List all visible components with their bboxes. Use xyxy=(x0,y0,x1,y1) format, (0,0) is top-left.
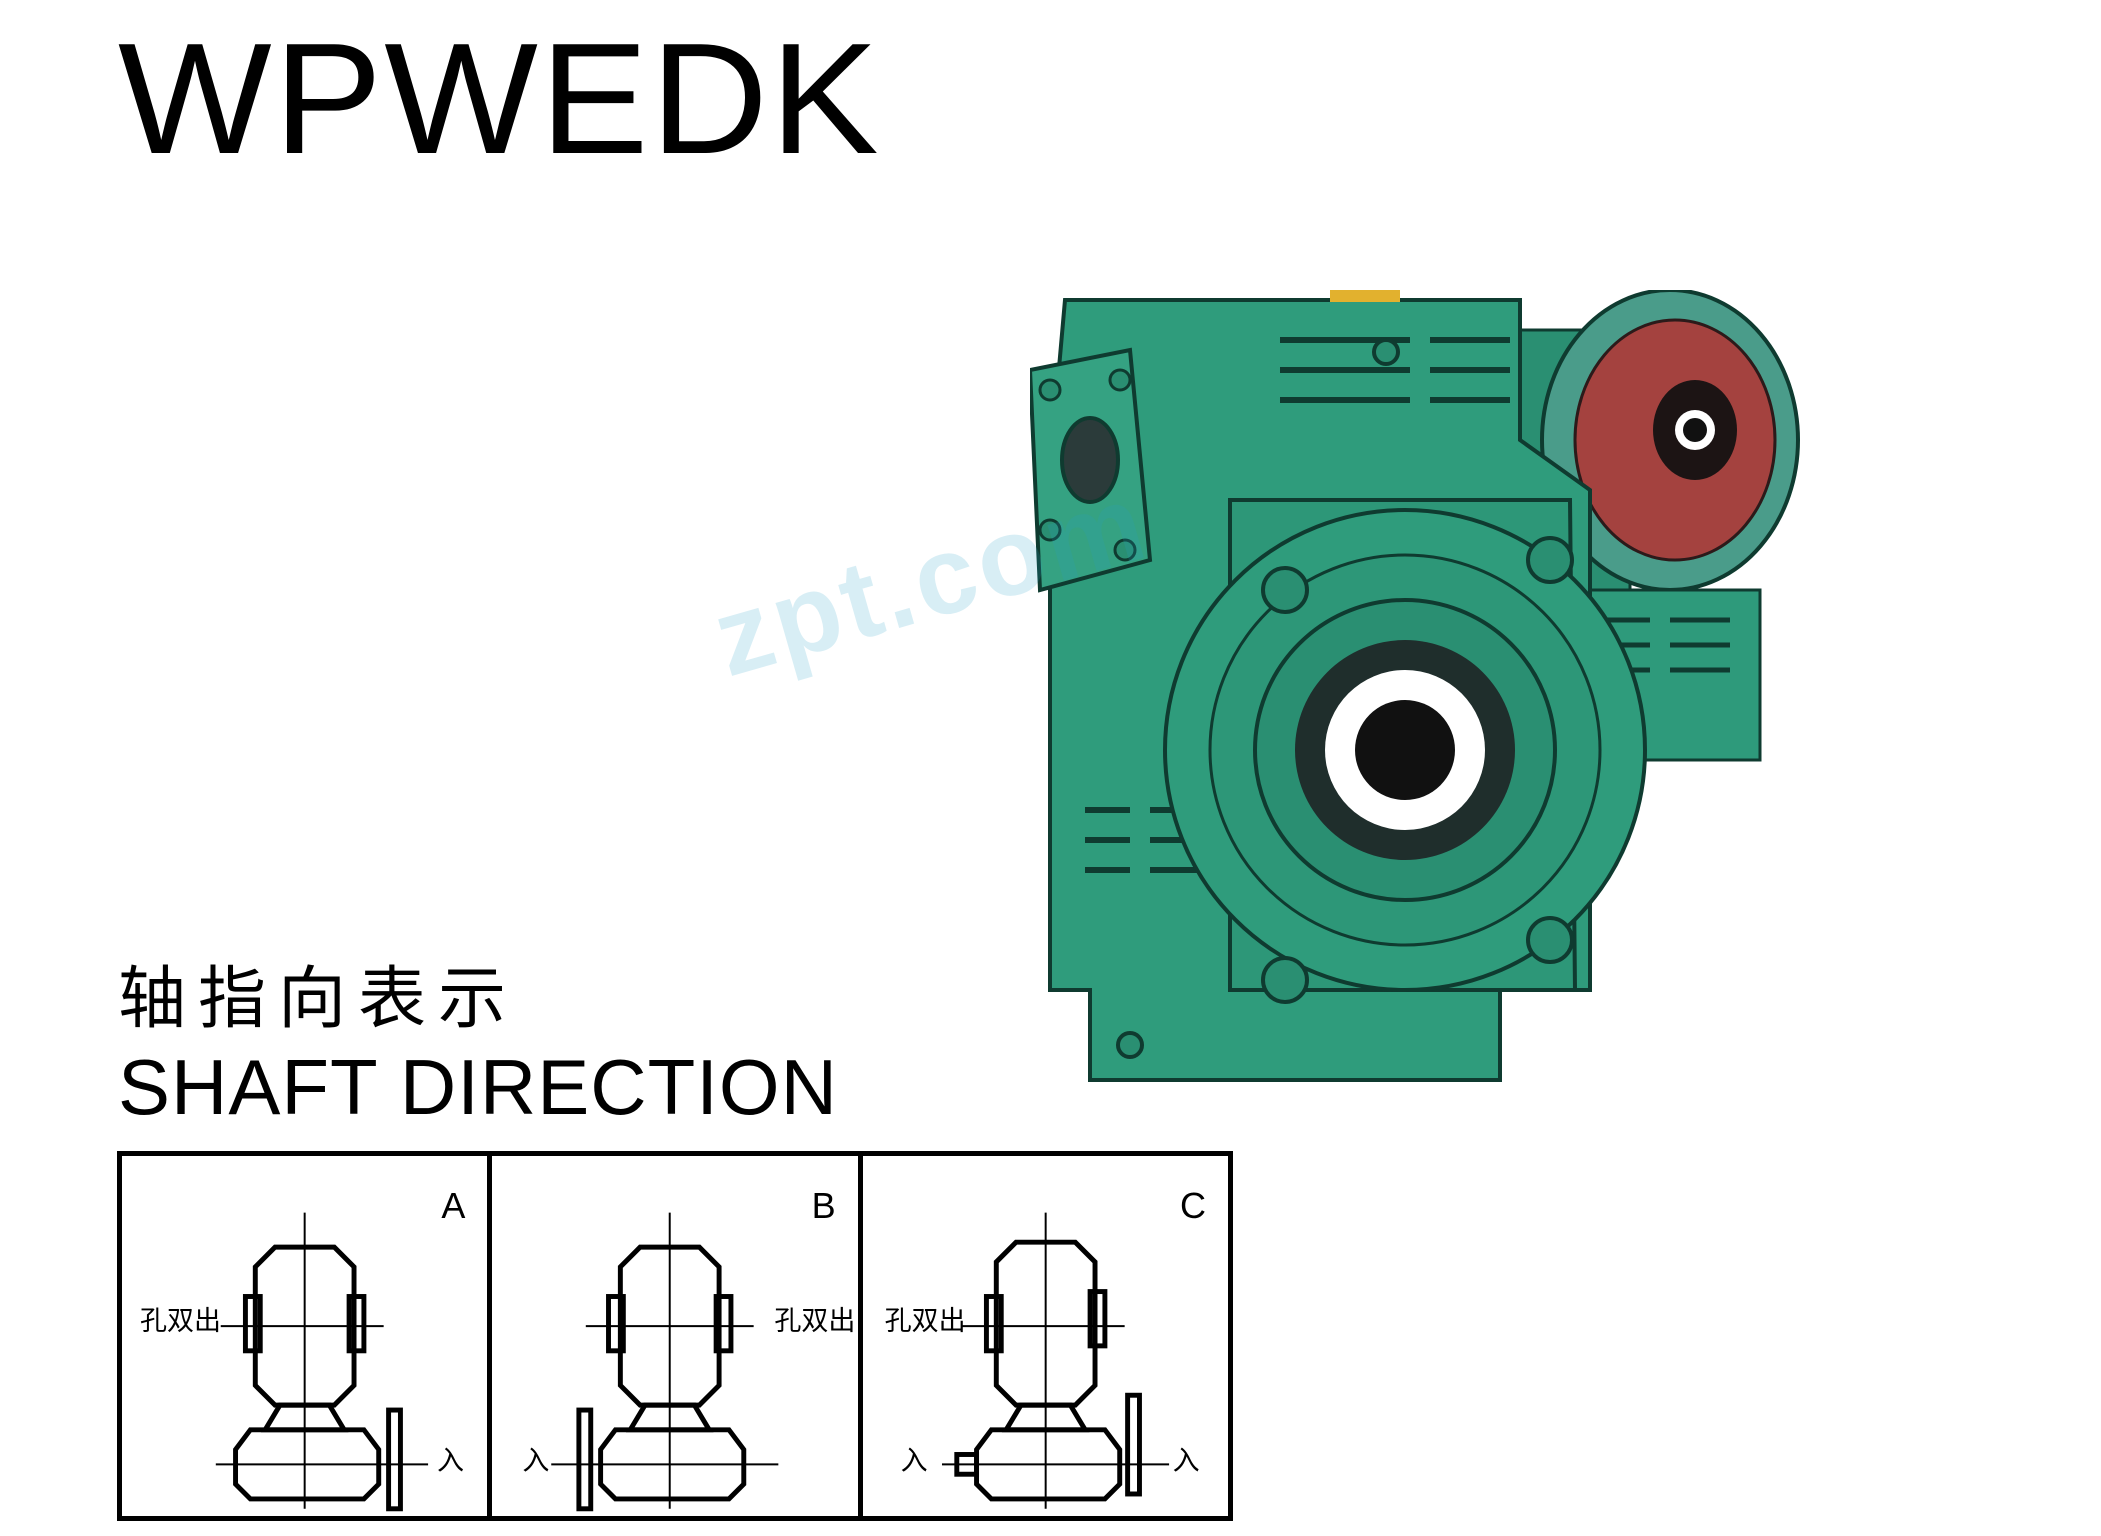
option-label: C xyxy=(1179,1185,1206,1226)
input-label-right: 入 xyxy=(1172,1446,1200,1477)
gear-reducer-illustration xyxy=(1027,288,1800,1082)
option-label: B xyxy=(811,1185,836,1226)
option-label: A xyxy=(441,1185,466,1226)
page-title: WPWEDK xyxy=(118,11,881,187)
shaft-direction-heading-cn: 轴指向表示 xyxy=(118,960,519,1039)
product-image: zpt.com xyxy=(701,288,1890,1100)
output-label: 孔双出 xyxy=(774,1306,856,1337)
output-label: 孔双出 xyxy=(884,1306,966,1337)
shaft-diagram-c-icon xyxy=(941,1212,1169,1509)
shaft-diagram-a-icon xyxy=(215,1212,429,1512)
input-label: 入 xyxy=(522,1446,550,1477)
shaft-direction-heading-en: SHAFT DIRECTION xyxy=(118,1043,838,1131)
shaft-option-c: C 孔双出 入 入 xyxy=(863,1156,1228,1516)
shaft-direction-table: A 孔双出 入 B xyxy=(117,1151,1233,1521)
shaft-option-b: B 孔双出 入 xyxy=(492,1156,863,1516)
input-label-left: 入 xyxy=(900,1446,928,1477)
input-label: 入 xyxy=(437,1446,464,1477)
shaft-option-a: A 孔双出 入 xyxy=(122,1156,493,1516)
shaft-diagram-b-icon xyxy=(551,1212,779,1512)
output-label: 孔双出 xyxy=(140,1306,221,1337)
